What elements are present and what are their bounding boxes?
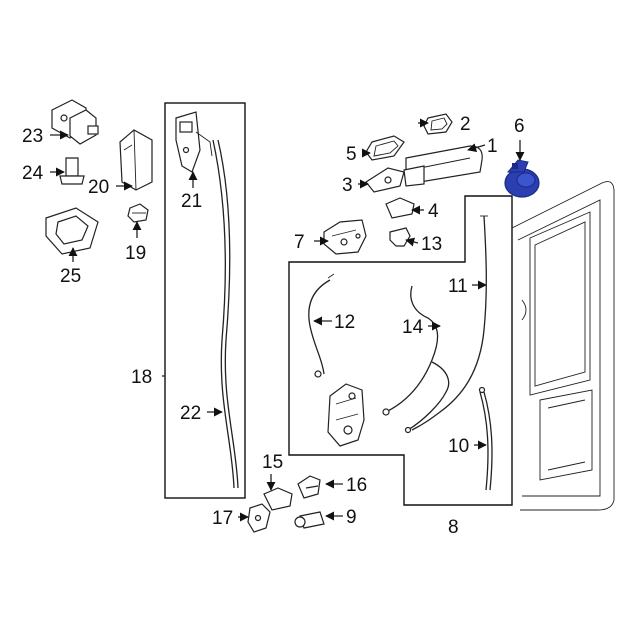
- part-14-cable: [382, 285, 450, 434]
- callout-24: 24: [22, 163, 44, 184]
- part-19-screw: [127, 203, 149, 223]
- callout-14: 14: [402, 317, 424, 338]
- part-3-cap: [365, 167, 405, 193]
- callout-17: 17: [212, 508, 233, 529]
- callout-21: 21: [181, 191, 202, 212]
- part-4-cap: [385, 197, 415, 219]
- part-20-cover: [119, 129, 153, 191]
- part-6-lock-cylinder: [504, 159, 540, 198]
- part-2-gasket: [423, 113, 453, 135]
- part-22-rod: [212, 139, 239, 489]
- callout-18: 18: [131, 367, 152, 388]
- callout-5: 5: [346, 144, 357, 165]
- callout-15: 15: [262, 452, 283, 473]
- callout-8: 8: [448, 517, 459, 538]
- callout-20: 20: [88, 177, 109, 198]
- part-11-cable: [411, 215, 488, 431]
- part-16-stud: [297, 475, 321, 499]
- callout-23: 23: [22, 126, 43, 147]
- part-25-bumper-cup: [45, 207, 99, 255]
- part-12-cable: [308, 273, 335, 378]
- callout-11: 11: [448, 276, 468, 297]
- part-13-clip: [389, 227, 411, 247]
- group-box-18: [164, 102, 246, 499]
- part-10-rod: [478, 386, 493, 491]
- leader-lines: [50, 118, 525, 522]
- group-box-8: [288, 195, 513, 506]
- callout-6: 6: [514, 116, 525, 137]
- latch-assembly: [327, 383, 365, 447]
- part-1-outside-handle: [403, 145, 483, 187]
- part-17-plate: [247, 503, 271, 533]
- callout-22: 22: [180, 403, 201, 424]
- part-23-hinge-bracket: [51, 99, 99, 145]
- part-5-gasket: [365, 135, 405, 161]
- door-panel: [511, 181, 615, 511]
- callout-13: 13: [421, 234, 442, 255]
- callout-16: 16: [346, 475, 367, 496]
- callout-labels: 23 24 20 19 25 21 18 22 15 16 17 9 8 5 2…: [22, 114, 525, 538]
- callout-4: 4: [428, 201, 439, 222]
- part-21-latch-assembly: [175, 111, 213, 173]
- callout-2: 2: [460, 114, 471, 135]
- callout-19: 19: [125, 243, 146, 264]
- callout-3: 3: [342, 175, 353, 196]
- callout-7: 7: [294, 232, 305, 253]
- callout-1: 1: [487, 136, 498, 157]
- part-7-actuator: [323, 219, 367, 255]
- callout-25: 25: [60, 266, 81, 287]
- part-15-bracket: [263, 487, 293, 511]
- callout-12: 12: [334, 312, 355, 333]
- callout-9: 9: [346, 507, 357, 528]
- callout-10: 10: [448, 436, 469, 457]
- part-9-screw: [294, 511, 325, 529]
- part-24-bolt: [59, 157, 85, 185]
